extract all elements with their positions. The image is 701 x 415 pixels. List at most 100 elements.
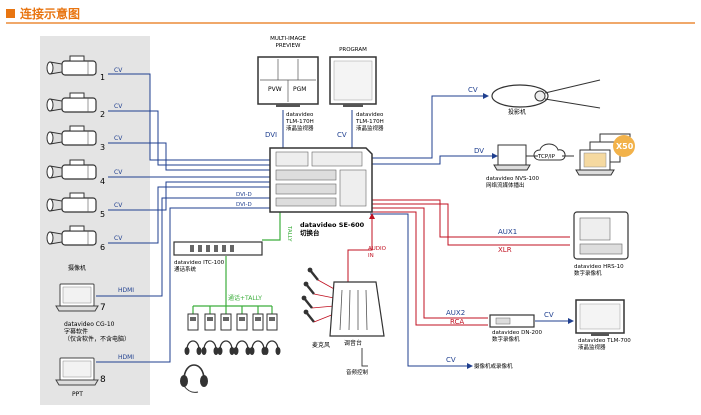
laptop-base xyxy=(55,305,99,312)
program-title: PROGRAM xyxy=(339,47,367,53)
aux1-wire xyxy=(370,199,570,238)
laptop-screen xyxy=(62,360,92,378)
laptop-icon xyxy=(497,144,527,166)
xlr-label: XLR xyxy=(498,246,512,254)
tlm700-monitor xyxy=(575,299,625,336)
cv-label: CV xyxy=(114,103,123,110)
beltpack-icon xyxy=(266,313,278,331)
cam2-cv-wire xyxy=(108,110,270,166)
pc7-hdmi-label: HDMI xyxy=(118,287,134,294)
mic-caption: 麦克风 xyxy=(312,341,330,349)
source-panel xyxy=(40,36,150,405)
recorder-cv-wire xyxy=(370,213,473,369)
cam1-cv-wire xyxy=(108,73,270,161)
pgm-label: PGM xyxy=(293,86,306,93)
dv-label: DV xyxy=(474,147,484,155)
recorder-caption: 摄像机或录像机 xyxy=(474,362,513,370)
pc-7 xyxy=(55,283,99,312)
camera-number: 1 xyxy=(100,73,105,82)
audio-in-wire xyxy=(347,213,375,308)
x50-badge xyxy=(613,135,635,157)
intercom-bus-label: 通话+TALLY xyxy=(228,294,262,302)
headset-icon xyxy=(184,340,202,355)
multi-image-monitor xyxy=(257,56,319,107)
camera-icon xyxy=(46,225,97,246)
projector-icon xyxy=(491,84,549,108)
dn-cv-label: CV xyxy=(544,311,554,319)
streaming-nvs100 xyxy=(493,133,635,176)
camera-icon xyxy=(46,92,97,113)
microphone-group xyxy=(301,267,337,323)
rca-wire xyxy=(370,211,488,326)
beltpack-icon xyxy=(252,313,264,331)
rca-label: RCA xyxy=(450,318,464,326)
beltpack-icon xyxy=(187,313,199,331)
aux2-label: AUX2 xyxy=(446,309,465,317)
mixer-icon xyxy=(329,281,385,337)
camera-number: 6 xyxy=(100,243,105,252)
cv-label: CV xyxy=(114,235,123,242)
pc8-number: 8 xyxy=(100,375,106,385)
recorder-cv-label: CV xyxy=(446,356,456,364)
projector-cv-label: CV xyxy=(468,86,478,94)
dvi-d-label: DVI-D xyxy=(236,192,252,198)
microphone-icon xyxy=(303,281,335,299)
tally-label: TALLY xyxy=(286,225,292,242)
mixer-caption: 调音台 xyxy=(344,339,362,347)
headset-icon xyxy=(201,340,219,355)
headset-icon xyxy=(233,340,251,355)
laptop-screen xyxy=(62,286,92,304)
audio-control-wire xyxy=(361,348,368,367)
audio-mixer xyxy=(329,281,385,337)
headset-icon xyxy=(180,364,208,393)
monitor-cv-label: CV xyxy=(337,131,347,139)
camera-icon xyxy=(46,192,97,213)
camera-number: 3 xyxy=(100,143,105,152)
program-monitor xyxy=(329,56,377,107)
cam3-cv-wire xyxy=(108,142,270,171)
tally-wire xyxy=(262,212,281,241)
header: 连接示意图 xyxy=(6,6,695,24)
beltpack-icon xyxy=(236,313,248,331)
camera-number: 2 xyxy=(100,110,105,119)
pc8-caption: PPT xyxy=(72,391,83,398)
dvi-label: DVI xyxy=(265,131,277,139)
camera-caption: 摄像机 xyxy=(68,264,86,272)
wires xyxy=(96,73,574,369)
microphone-icon xyxy=(307,267,337,291)
hrs10-recorder xyxy=(573,211,629,260)
beltpack-icon xyxy=(204,313,216,331)
cv-label: CV xyxy=(114,169,123,176)
headset-icon xyxy=(263,340,281,355)
pc8-hdmi-wire xyxy=(96,207,270,363)
camera-icon xyxy=(46,159,97,180)
pvw-label: PVW xyxy=(268,86,282,93)
xlr-wire xyxy=(370,203,570,246)
camera-group xyxy=(46,55,97,246)
beltpack-icon xyxy=(220,313,232,331)
page-title: 连接示意图 xyxy=(20,6,80,21)
projector xyxy=(491,79,601,109)
pc7-number: 7 xyxy=(100,303,106,313)
aux1-label: AUX1 xyxy=(498,228,517,236)
labels: 1 2 3 4 5 6 CV CV CV CV CV CV 摄像机 7 HDMI… xyxy=(64,36,634,398)
pc-8 xyxy=(55,357,99,386)
aux2-wire xyxy=(370,207,488,319)
microphone-icon xyxy=(303,309,335,323)
projector-caption: 投影机 xyxy=(508,108,526,116)
tcpip-label: TCP/IP xyxy=(537,154,556,160)
intercom-branches xyxy=(192,306,273,314)
dvi-d-label: DVI-D xyxy=(236,202,252,208)
